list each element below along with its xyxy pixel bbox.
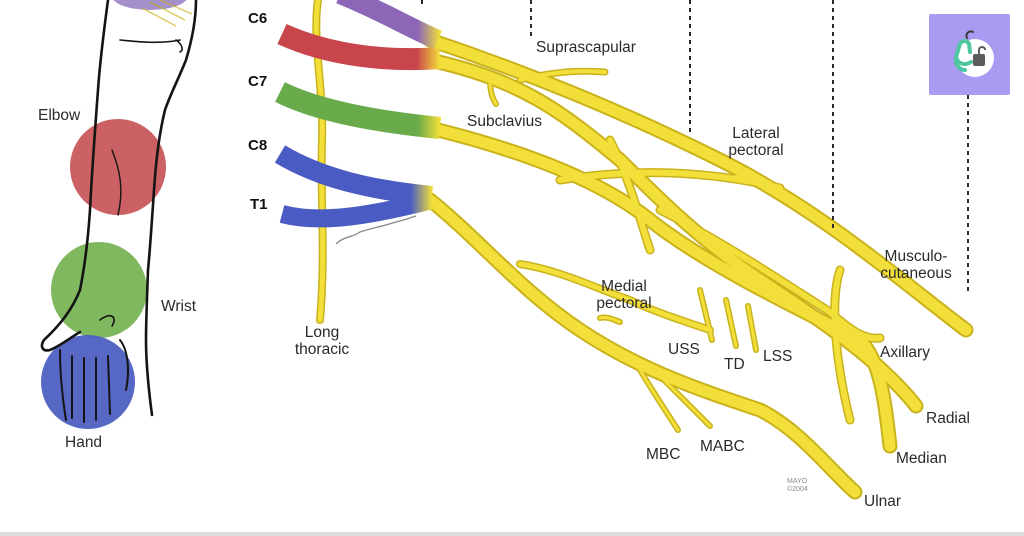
root-c8 <box>274 145 433 206</box>
hand-region <box>41 335 135 429</box>
credit: MAYO ©2004 <box>787 478 808 494</box>
shoulder-region <box>113 0 187 10</box>
label-median: Median <box>896 450 947 467</box>
credit-line2: ©2004 <box>787 486 808 493</box>
artist-signature <box>335 215 417 245</box>
nerve-trunks <box>424 34 972 498</box>
label-mbc: MBC <box>646 446 681 463</box>
label-ulnar: Ulnar <box>864 493 902 510</box>
label-lateral-pectoral: Lateral pectoral <box>716 125 796 159</box>
label-lss: LSS <box>763 348 793 365</box>
root-label-c6: C6 <box>248 10 268 27</box>
label-hand: Hand <box>65 434 103 451</box>
stethoscope-app-icon <box>953 30 994 77</box>
label-subclavius: Subclavius <box>467 113 542 130</box>
label-axillary: Axillary <box>880 344 930 361</box>
root-label-c7: C7 <box>248 73 268 90</box>
label-wrist: Wrist <box>161 298 197 315</box>
root-t1 <box>279 191 435 228</box>
bottom-strip <box>0 532 1024 536</box>
label-musculocutaneous-line2: cutaneous <box>880 265 952 282</box>
arm-hatching <box>141 0 193 27</box>
app-badge-button[interactable] <box>929 14 1010 95</box>
root-c6 <box>277 23 441 71</box>
label-medial-pectoral: Medial pectoral <box>584 278 664 312</box>
label-musculocutaneous: Musculo- cutaneous <box>870 248 962 282</box>
root-label-c8: C8 <box>248 137 268 154</box>
label-musculocutaneous-line1: Musculo- <box>884 248 948 265</box>
label-medial-pectoral-line2: pectoral <box>596 295 652 312</box>
label-long-thoracic-line2: thoracic <box>294 341 350 358</box>
label-mabc: MABC <box>700 438 745 455</box>
label-lateral-pectoral-line2: pectoral <box>728 142 784 159</box>
label-uss: USS <box>668 341 700 358</box>
label-long-thoracic-line1: Long <box>304 324 340 341</box>
section-dividers <box>421 0 969 292</box>
credit-line1: MAYO <box>787 478 808 485</box>
wrist-region <box>51 242 147 338</box>
root-label-t1: T1 <box>250 196 268 213</box>
arm-outline <box>40 0 198 423</box>
root-c7 <box>275 82 442 139</box>
label-suprascapular: Suprascapular <box>536 39 636 56</box>
label-elbow: Elbow <box>38 107 81 124</box>
label-lateral-pectoral-line1: Lateral <box>732 125 780 142</box>
label-long-thoracic: Long thoracic <box>282 324 362 358</box>
label-td: TD <box>724 356 745 373</box>
label-medial-pectoral-line1: Medial <box>601 278 647 295</box>
label-radial: Radial <box>926 410 970 427</box>
root-c5 <box>336 0 442 50</box>
